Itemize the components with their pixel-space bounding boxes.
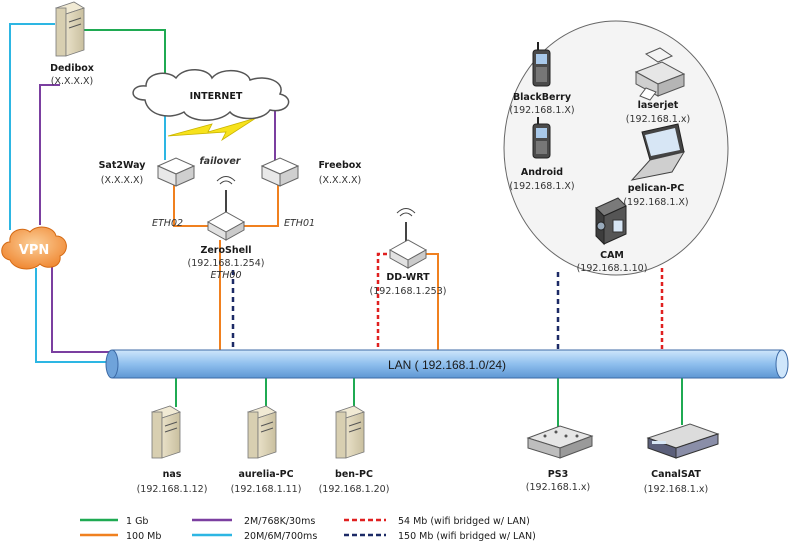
sat2way-name: Sat2Way — [99, 160, 147, 171]
eth00-label: ETH00 — [210, 270, 241, 281]
blackberry-phone-icon — [532, 42, 551, 87]
canalsat-ip: (192.168.1.x) — [644, 484, 708, 495]
freebox-name: Freebox — [319, 160, 362, 171]
legend-label-purple: 2M/768K/30ms — [244, 516, 315, 527]
blackberry-ip: (192.168.1.X) — [509, 105, 574, 116]
legend-label-1gb: 1 Gb — [126, 516, 148, 527]
legend-label-150mb: 150 Mb (wifi bridged w/ LAN) — [398, 531, 536, 542]
laserjet-ip: (192.168.1.x) — [626, 114, 690, 125]
legend-label-cyan: 20M/6M/700ms — [244, 531, 317, 542]
ben-name: ben-PC — [335, 469, 373, 480]
ps3-console-icon — [526, 425, 594, 459]
eth02-label: ETH02 — [152, 218, 183, 229]
eth01-label: ETH01 — [284, 218, 315, 229]
laserjet-printer-icon — [634, 47, 686, 101]
nas-name: nas — [163, 469, 182, 480]
zeroshell-router-icon — [206, 176, 246, 241]
legend-label-100mb: 100 Mb — [126, 531, 161, 542]
nas-server-icon — [151, 405, 181, 459]
link-sat2way-zeroshell — [173, 184, 210, 227]
android-name: Android — [521, 167, 563, 178]
cam-name: CAM — [600, 250, 624, 261]
link-ddwrt-lan — [418, 253, 439, 350]
canalsat-name: CanalSAT — [651, 469, 701, 480]
link-freebox-zeroshell — [242, 184, 279, 227]
lan-label: LAN ( 192.168.1.0/24) — [388, 358, 506, 372]
sat2way-ip: (X.X.X.X) — [101, 175, 144, 186]
aurelia-name: aurelia-PC — [238, 469, 293, 480]
failover-lightning-icon — [167, 117, 257, 142]
dedibox-server-icon — [55, 1, 85, 57]
internet-label: INTERNET — [190, 91, 243, 102]
blackberry-name: BlackBerry — [513, 92, 572, 103]
nas-ip: (192.168.1.12) — [137, 484, 208, 495]
link-dedibox-vpn-cyan — [9, 23, 55, 230]
dedibox-ip: (X.X.X.X) — [51, 76, 94, 87]
android-phone-icon — [532, 117, 551, 159]
legend — [80, 518, 386, 537]
sat2way-modem-icon — [156, 157, 196, 187]
aurelia-ip: (192.168.1.11) — [231, 484, 302, 495]
android-ip: (192.168.1.X) — [509, 181, 574, 192]
freebox-ip: (X.X.X.X) — [319, 175, 362, 186]
zeroshell-name: ZeroShell — [200, 245, 251, 256]
link-vpn-lan-cyan — [35, 268, 112, 363]
pelican-name: pelican-PC — [628, 183, 684, 194]
pelican-laptop-icon — [630, 123, 686, 181]
laserjet-name: laserjet — [638, 100, 679, 111]
dedibox-name: Dedibox — [50, 63, 94, 74]
ben-pc-icon — [335, 405, 365, 459]
pelican-ip: (192.168.1.X) — [623, 197, 688, 208]
ben-ip: (192.168.1.20) — [319, 484, 390, 495]
link-vpn-lan-purple — [51, 266, 112, 353]
ddwrt-ip: (192.168.1.253) — [370, 286, 447, 297]
ps3-name: PS3 — [548, 469, 568, 480]
link-dedibox-vpn-purple — [39, 84, 60, 225]
aurelia-pc-icon — [247, 405, 277, 459]
ddwrt-router-icon — [388, 208, 428, 269]
zeroshell-ip: (192.168.1.254) — [188, 258, 265, 269]
ps3-ip: (192.168.1.x) — [526, 482, 590, 493]
internet-cloud-icon — [132, 69, 290, 121]
lan-bus — [105, 349, 789, 379]
canalsat-decoder-icon — [646, 423, 720, 459]
camera-icon — [595, 197, 627, 246]
links — [9, 23, 683, 427]
link-ddwrt-wifi — [376, 252, 394, 350]
vpn-cloud-icon — [1, 226, 67, 270]
failover-label: failover — [200, 156, 242, 167]
ddwrt-name: DD-WRT — [386, 272, 430, 283]
cam-ip: (192.168.1.10) — [577, 263, 648, 274]
link-dedibox-internet — [82, 29, 166, 80]
legend-label-54mb: 54 Mb (wifi bridged w/ LAN) — [398, 516, 530, 527]
freebox-modem-icon — [260, 157, 300, 187]
vpn-label: VPN — [19, 243, 49, 258]
